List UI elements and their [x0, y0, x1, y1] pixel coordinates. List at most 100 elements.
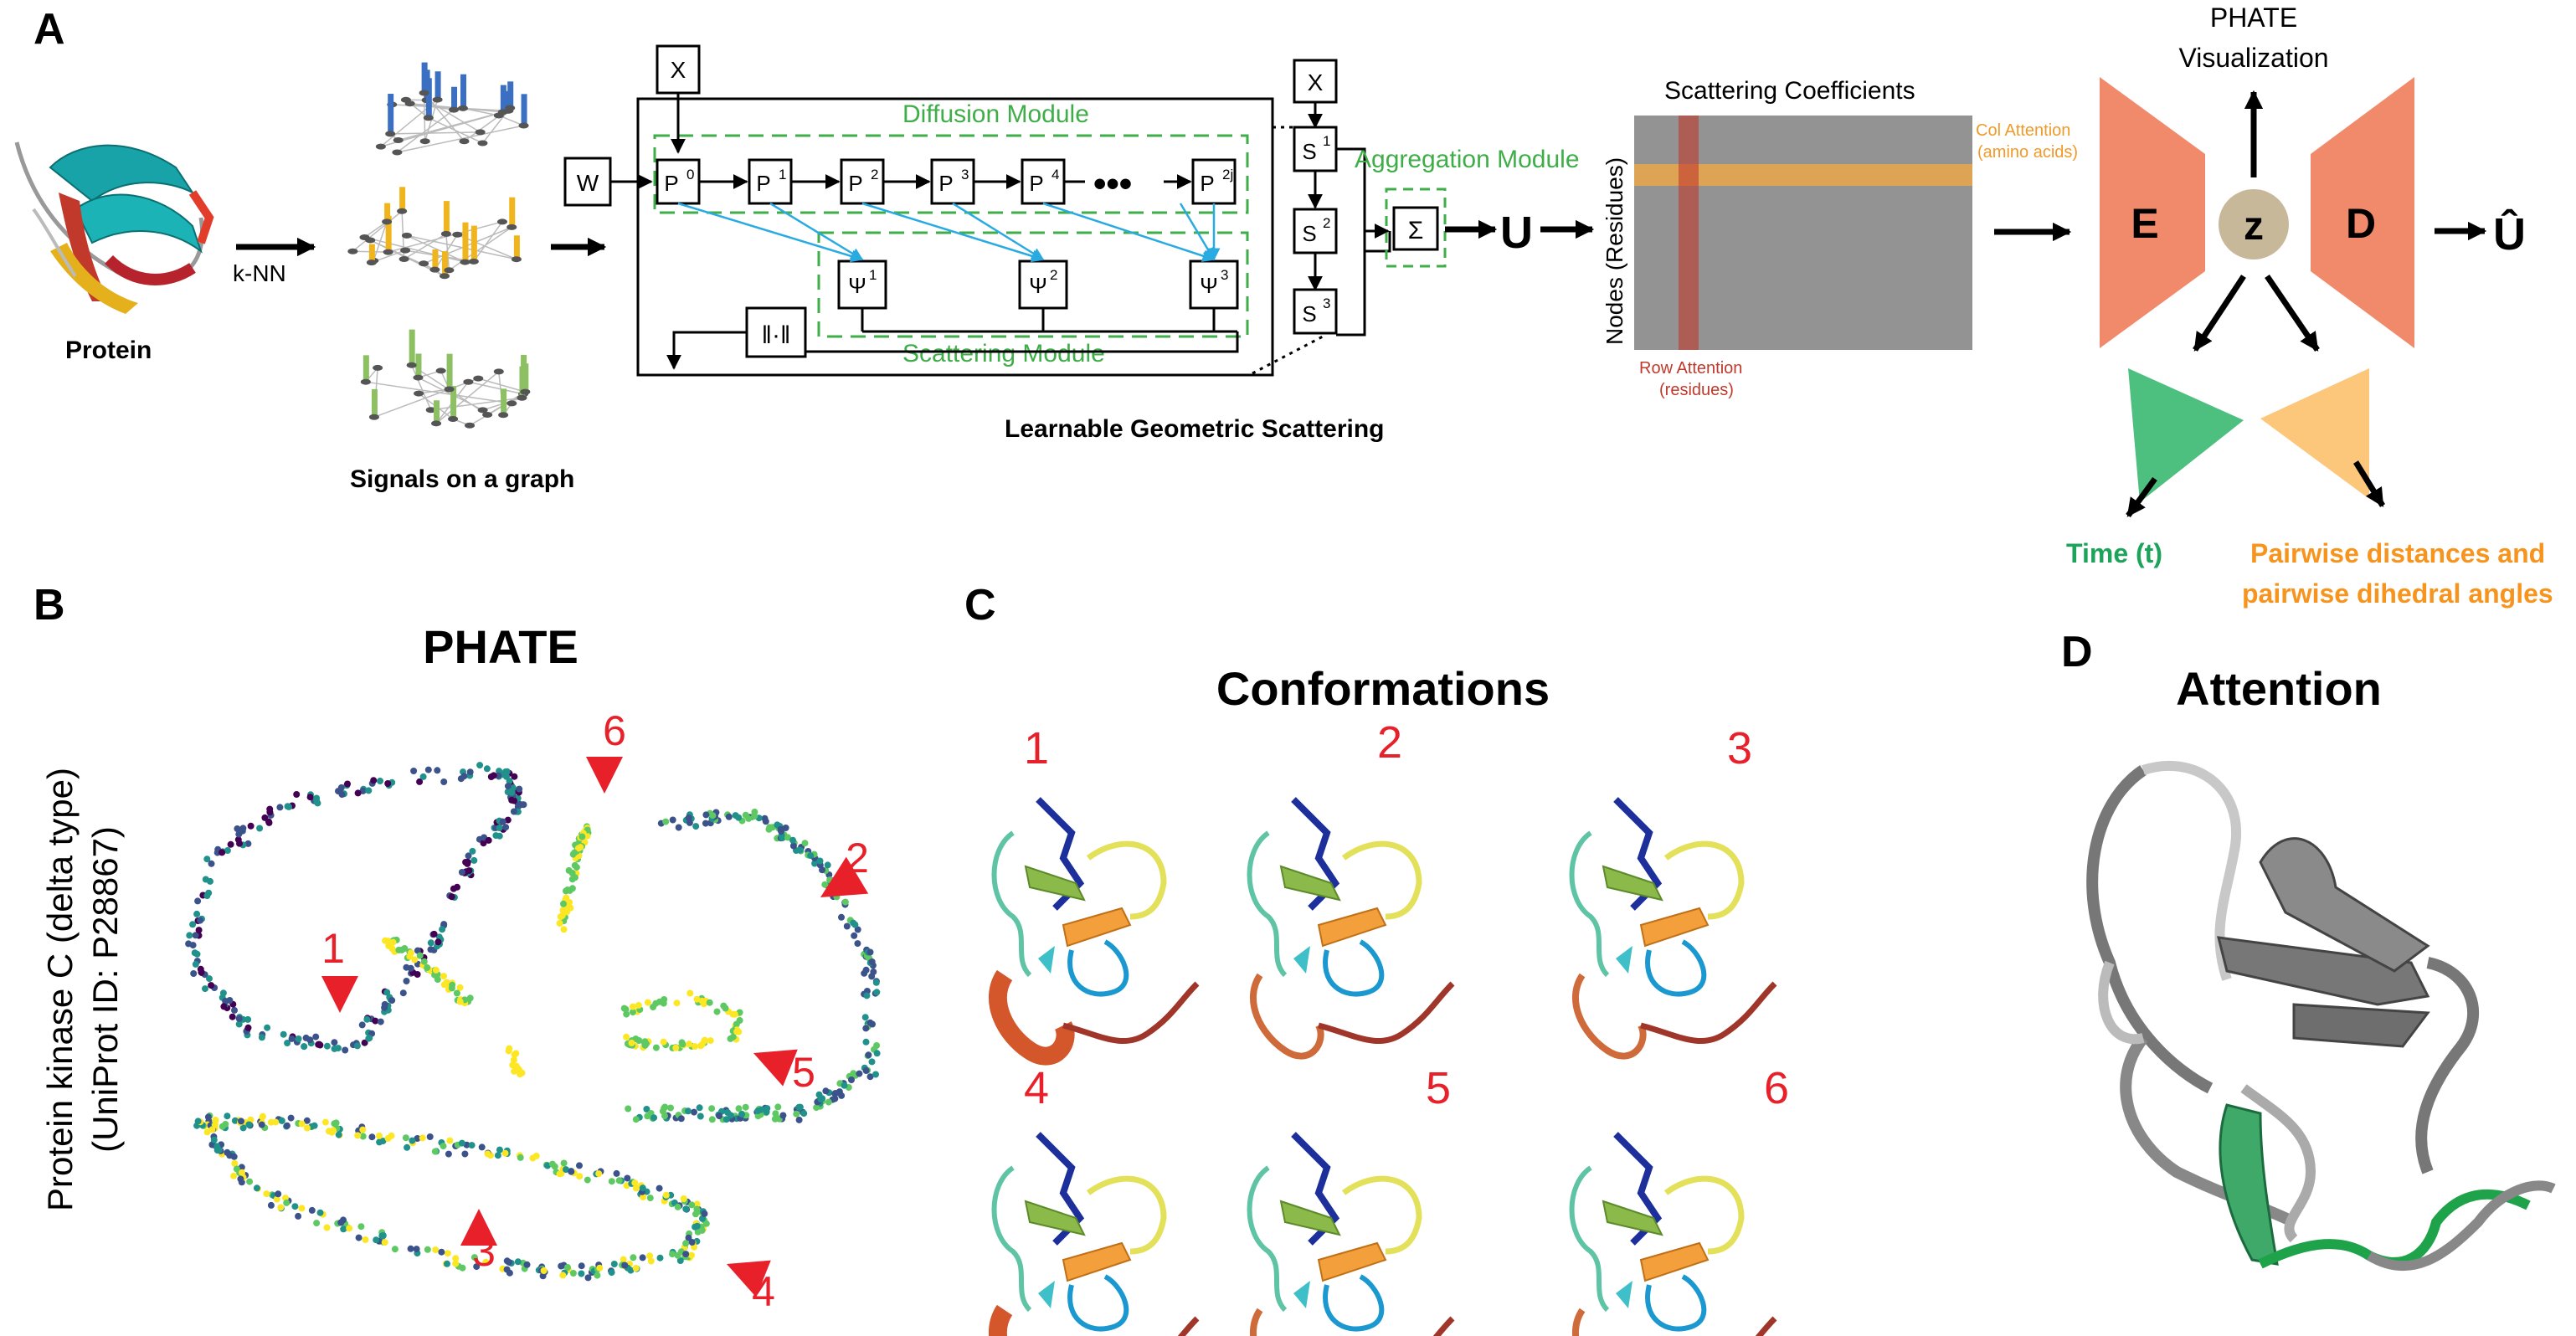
phate-point — [480, 840, 487, 847]
phate-point — [713, 1008, 721, 1015]
phate-point — [735, 814, 743, 821]
p-node-box — [748, 158, 793, 205]
phate-point — [578, 833, 586, 840]
phate-point — [613, 1169, 620, 1177]
p-node-label: P — [1029, 171, 1043, 196]
phate-point — [854, 940, 861, 948]
phate-point — [660, 999, 667, 1007]
phate-marker-label: 4 — [752, 1268, 775, 1315]
wavelet-link — [952, 202, 1045, 261]
phate-point — [779, 1112, 787, 1119]
phate-point — [873, 989, 881, 996]
phate-point — [662, 818, 670, 825]
phate-point — [733, 1028, 741, 1035]
s-node-sup: 2 — [1323, 215, 1330, 231]
phate-point — [745, 814, 753, 822]
scattering-heatmap: Scattering Coefficients Col Attention (a… — [1602, 77, 2078, 399]
graph-edge — [352, 210, 403, 252]
phate-point — [478, 1143, 486, 1151]
phate-point — [373, 1236, 380, 1244]
phate-point — [608, 1269, 615, 1277]
phate-point — [532, 1153, 540, 1159]
coil-blue — [1323, 939, 1385, 997]
phate-point — [303, 1124, 311, 1132]
phate-point — [691, 1108, 697, 1116]
panel-letter-b: B — [33, 581, 65, 629]
wavelet-link — [861, 202, 1045, 263]
graph-node — [419, 138, 430, 145]
coil-red — [1177, 1316, 1200, 1336]
time-predictor-shape — [2128, 368, 2244, 502]
phate-point — [402, 1134, 409, 1142]
phate-point — [615, 1177, 623, 1184]
zoom-line-bottom — [1252, 335, 1324, 375]
graph-node — [511, 256, 522, 263]
phate-point — [328, 1128, 336, 1136]
phate-point — [230, 1153, 238, 1160]
helix-orange — [1571, 1308, 1586, 1336]
phate-point — [514, 1258, 522, 1266]
p-node-label: P — [756, 171, 770, 196]
phate-point — [312, 1033, 320, 1041]
strand-green — [1024, 1200, 1086, 1236]
phate-marker-label: 3 — [472, 1228, 496, 1275]
phate-point — [872, 979, 880, 986]
phate-point — [473, 1263, 481, 1271]
phate-point — [210, 1136, 218, 1143]
norm-label: ‖·‖ — [762, 321, 791, 349]
phate-point — [727, 1112, 734, 1119]
phate-point — [189, 921, 197, 928]
phate-point — [682, 1251, 690, 1258]
phate-point — [563, 1166, 569, 1174]
coil-blue — [1323, 1274, 1385, 1332]
phate-point — [192, 960, 199, 968]
pairwise-label-2: pairwise dihedral angles — [2242, 578, 2553, 609]
graph-node — [506, 224, 517, 230]
graph-node — [463, 378, 474, 385]
input-x-label: X — [671, 57, 686, 83]
phate-point — [291, 1203, 299, 1210]
graph-signal — [432, 249, 439, 270]
latent-circle — [2219, 189, 2289, 259]
helix-orange — [1249, 973, 1324, 1060]
graph-node — [392, 149, 403, 156]
phate-point — [323, 1042, 331, 1050]
graph-node — [400, 247, 411, 254]
phate-point — [355, 1234, 362, 1241]
graph-signal — [442, 251, 449, 276]
phate-point — [677, 1115, 685, 1123]
phate-point — [293, 791, 301, 798]
panel-letter-c: C — [964, 581, 996, 629]
phate-point — [195, 927, 203, 934]
phate-marker-4 — [727, 1260, 771, 1297]
phate-point — [306, 1036, 314, 1044]
phate-point — [494, 1152, 501, 1159]
phate-point — [231, 1117, 239, 1124]
phate-point — [316, 1209, 324, 1216]
phate-point — [646, 1252, 654, 1260]
graph-edge — [498, 115, 524, 126]
coil-yellow — [1341, 1175, 1422, 1255]
coil-yellow — [1663, 840, 1745, 920]
graph-node — [385, 131, 396, 137]
graph-signal — [513, 235, 520, 259]
conformation-2 — [1247, 797, 1455, 1060]
phate-point — [584, 1176, 591, 1184]
phate-point — [470, 856, 478, 864]
phate-point — [298, 1205, 306, 1212]
phate-point — [388, 945, 396, 953]
phate-point — [692, 823, 700, 830]
phate-point — [465, 852, 472, 860]
phate-point — [854, 926, 861, 933]
coil-teal — [1569, 1165, 1610, 1313]
phate-marker-label: 1 — [321, 925, 345, 972]
phate-point — [706, 999, 713, 1006]
p-node-sup: 2 — [871, 167, 878, 182]
phate-point — [363, 1015, 371, 1023]
phate-point — [361, 1039, 368, 1046]
phate-point — [824, 861, 831, 869]
phate-point — [729, 1033, 737, 1041]
phate-marker-2 — [820, 856, 869, 897]
graph-edge — [406, 234, 465, 263]
phate-point — [246, 1178, 254, 1185]
